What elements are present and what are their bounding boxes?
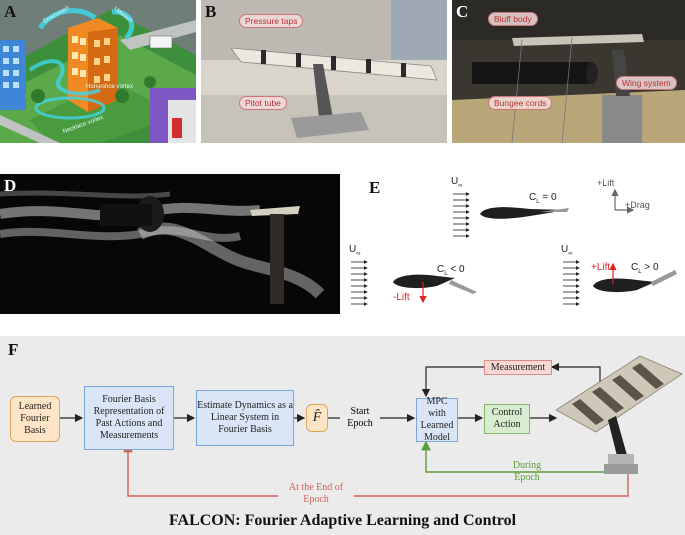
flow-arrows-left xyxy=(351,260,368,306)
panel-label-a: A xyxy=(4,2,17,21)
horseshoe-vortex-label: Horseshoe vortex xyxy=(86,84,134,90)
flow-arrows-right xyxy=(563,260,580,306)
flow-arrows-top xyxy=(453,192,470,238)
panel-label-c: C xyxy=(456,2,469,21)
u-infinity-top: U∞ xyxy=(451,176,463,189)
tunnel-photo xyxy=(452,0,685,143)
falcon-title: FALCON: Fourier Adaptive Learning and Co… xyxy=(168,512,517,529)
bungee-cords-callout: Bungee cords xyxy=(488,96,553,110)
cl-negative-label: CL < 0 xyxy=(437,264,465,277)
u-infinity-right: U∞ xyxy=(561,244,573,257)
airfoil-diagrams xyxy=(351,188,677,306)
airfoil-zero-lift xyxy=(480,207,567,219)
panel-c-tunnel-setup: C Bluff body Bungee cords Wing system xyxy=(452,0,685,143)
panel-d-flow-visualization: D xyxy=(0,174,340,314)
wing-photo xyxy=(201,0,447,143)
plus-drag-axis-label: +Drag xyxy=(625,200,650,210)
panel-e-lift-schematic: E U∞ U∞ U∞ CL = 0 CL < 0 CL > 0 -Lift +L… xyxy=(345,174,685,314)
mpc-learned-model-box: MPC with Learned Model xyxy=(416,396,458,443)
end-of-epoch-label: At the End of Epoch xyxy=(278,482,354,506)
panel-a-city-illustration: A Downwash Upwash Horseshoe vortex Neckl… xyxy=(0,0,196,143)
wing-system-graphic xyxy=(555,355,683,474)
measurement-box: Measurement xyxy=(484,360,552,375)
f-hat-box: F̂ xyxy=(306,404,328,432)
panel-b-wing-photo: B Pressure taps Pitot tube xyxy=(201,0,447,143)
estimate-dynamics-box: Estimate Dynamics as a Linear System in … xyxy=(196,390,294,446)
bluff-body-callout: Bluff body xyxy=(488,12,538,26)
learned-fourier-basis-box: Learned Fourier Basis xyxy=(10,396,60,442)
cl-zero-label: CL = 0 xyxy=(529,192,557,205)
during-epoch-label: During Epoch xyxy=(512,460,542,483)
cl-positive-label: CL > 0 xyxy=(631,262,659,275)
panel-label-d: D xyxy=(4,176,17,195)
lift-drag-axes xyxy=(611,188,635,214)
pressure-taps-callout: Pressure taps xyxy=(239,14,304,28)
pitot-tube-callout: Pitot tube xyxy=(239,96,287,110)
start-epoch-label: Start Epoch xyxy=(347,406,373,429)
panel-label-f: F xyxy=(8,340,19,359)
wing-system-callout: Wing system xyxy=(616,76,677,90)
positive-lift-label: +Lift xyxy=(591,262,611,273)
negative-lift-label: -Lift xyxy=(393,292,410,303)
u-infinity-left: U∞ xyxy=(349,244,361,257)
fourier-representation-box: Fourier Basis Representation of Past Act… xyxy=(84,386,174,450)
airfoil-positive-lift xyxy=(593,278,655,293)
plus-lift-axis-label: +Lift xyxy=(597,178,615,188)
panel-f-falcon-diagram: F Learned Fourier Basis Fourier Basis Re… xyxy=(0,336,685,535)
smoke-image xyxy=(0,174,340,314)
city-scene xyxy=(0,0,196,143)
airfoil-negative-lift xyxy=(393,274,455,289)
falcon-connectors xyxy=(60,355,683,497)
control-action-box: Control Action xyxy=(484,404,530,434)
panel-label-e: E xyxy=(369,178,381,197)
panel-label-b: B xyxy=(205,2,217,21)
